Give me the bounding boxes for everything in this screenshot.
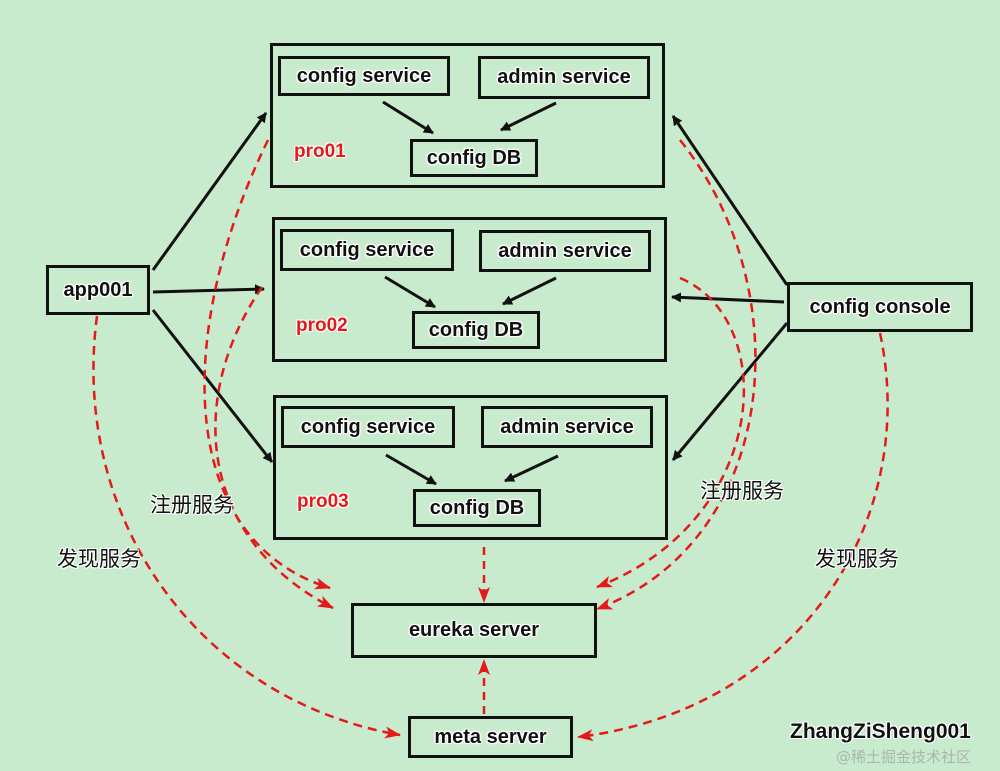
- config-db-node: config DB: [413, 489, 541, 527]
- edge-register-pro02-eureka-r: [596, 276, 745, 589]
- author-signature: ZhangZiSheng001: [790, 720, 971, 743]
- edge-cs1-db1: [382, 100, 434, 135]
- edge-as1-db1: [500, 101, 557, 132]
- config-service-node: config service: [280, 229, 454, 271]
- register-label-left: 注册服务: [150, 493, 234, 517]
- register-label-right: 注册服务: [700, 479, 784, 503]
- edge-cs3-db3: [385, 453, 437, 486]
- config-db-node: config DB: [410, 139, 538, 177]
- edge-console-pro01: [671, 115, 789, 286]
- edge-discover-app-meta: [92, 315, 401, 739]
- env-box-pro01: [270, 43, 665, 188]
- edge-app-pro03: [151, 309, 274, 463]
- edge-as2-db2: [502, 276, 557, 306]
- app-node: app001: [46, 265, 150, 315]
- admin-service-node: admin service: [478, 56, 650, 99]
- edge-register-pro01-eureka: [203, 139, 331, 590]
- edge-cs2-db2: [384, 275, 436, 309]
- admin-service-node: admin service: [481, 406, 653, 448]
- env-label: pro02: [296, 315, 348, 336]
- watermark: @稀土掘金技术社区: [836, 748, 972, 766]
- edge-as3-db3: [504, 454, 559, 483]
- edge-register-pro01-eureka-r: [596, 139, 757, 611]
- eureka-server-node: eureka server: [351, 603, 597, 658]
- edge-console-pro02: [671, 292, 785, 304]
- config-service-node: config service: [278, 56, 450, 96]
- discover-label-right: 发现服务: [815, 547, 899, 571]
- config-service-node: config service: [281, 406, 455, 448]
- config-db-node: config DB: [412, 311, 540, 349]
- config-console-node: config console: [787, 282, 973, 332]
- edge-discover-console-meta: [577, 332, 889, 742]
- admin-service-node: admin service: [479, 230, 651, 272]
- env-label: pro01: [294, 141, 346, 162]
- edge-register-pro02-eureka: [214, 286, 334, 610]
- env-box-pro03: [273, 395, 668, 540]
- discover-label-left: 发现服务: [57, 547, 141, 571]
- edge-console-pro03: [671, 322, 789, 461]
- edge-app-pro02: [152, 284, 265, 295]
- env-label: pro03: [297, 491, 349, 512]
- env-box-pro02: [272, 217, 667, 362]
- meta-server-node: meta server: [408, 716, 573, 758]
- edge-app-pro01: [151, 112, 268, 271]
